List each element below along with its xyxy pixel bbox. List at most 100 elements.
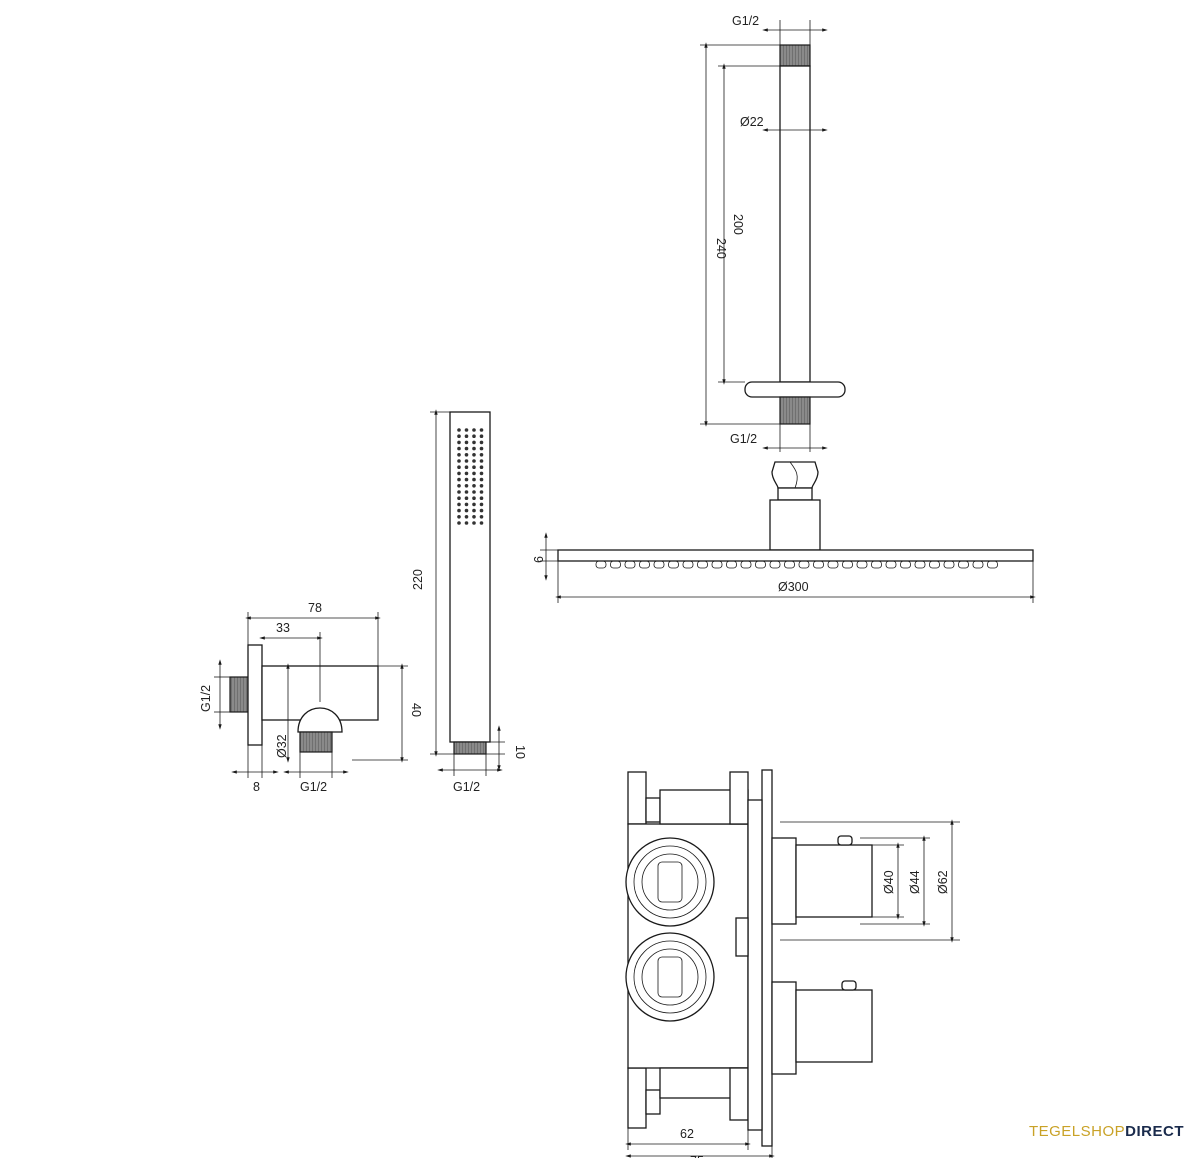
rain-nozzle — [769, 560, 781, 569]
hand-nozzle — [457, 453, 461, 457]
rain-nozzle — [871, 560, 882, 569]
hand-nozzle — [472, 521, 476, 525]
hand-nozzle — [472, 502, 476, 507]
dim-arm-thread-top: G1/2 — [732, 14, 759, 28]
hand-nozzle — [472, 496, 476, 501]
hand-nozzle — [479, 471, 484, 476]
hand-nozzle — [472, 428, 476, 432]
arm-rosette — [744, 381, 846, 398]
rain-nozzle — [798, 560, 810, 569]
rain-nozzle — [595, 560, 607, 569]
dim-outlet-height: 40 — [409, 703, 423, 717]
hand-nozzle — [472, 459, 476, 463]
hand-nozzle — [479, 428, 484, 432]
rain-nozzle — [624, 560, 636, 569]
hand-nozzle — [457, 477, 461, 482]
hand-nozzle — [479, 484, 484, 488]
hand-nozzle — [457, 508, 461, 513]
brand-logo-part1: TEGELSHOP — [1028, 1123, 1126, 1140]
dim-head-diameter: Ø300 — [778, 580, 809, 594]
dim-arm-diameter: Ø22 — [740, 115, 764, 129]
hand-nozzle — [472, 465, 476, 470]
dim-outlet-width: 78 — [308, 601, 322, 615]
outlet-thread-bottom — [299, 731, 333, 753]
rain-nozzle — [653, 560, 665, 569]
rain-head-nozzles — [595, 560, 998, 569]
rain-nozzle — [726, 560, 737, 569]
dim-hand-thread: G1/2 — [453, 780, 480, 794]
handle-upper — [771, 837, 797, 925]
rain-nozzle — [885, 560, 897, 569]
hand-nozzle — [457, 459, 461, 463]
box-lug — [627, 771, 647, 825]
hand-nozzle — [457, 515, 461, 519]
hand-nozzle — [464, 446, 469, 451]
dim-outlet-body: 33 — [276, 621, 290, 635]
hand-nozzle — [464, 521, 469, 525]
hand-nozzle — [464, 515, 469, 519]
dim-box-d-inner: Ø40 — [882, 870, 896, 894]
rain-nozzle — [914, 560, 926, 569]
dim-outlet-thread-bottom: G1/2 — [300, 780, 327, 794]
hand-shower-nozzles — [457, 428, 484, 525]
rain-nozzle — [755, 560, 766, 569]
rain-nozzle — [929, 560, 940, 569]
hand-nozzle — [472, 434, 476, 439]
valve-upper — [625, 837, 715, 927]
hand-nozzle — [457, 440, 461, 445]
hand-shower: 220 10 G1/2 — [411, 409, 527, 794]
dim-arm-total-length: 240 — [714, 238, 728, 259]
hand-nozzle — [464, 459, 469, 463]
dim-outlet-thread-left: G1/2 — [199, 685, 213, 712]
hand-nozzle — [457, 496, 461, 501]
brand-logo-part2: DIRECT — [1125, 1123, 1184, 1140]
rain-nozzle — [711, 560, 723, 569]
hand-nozzle — [457, 471, 461, 476]
hand-nozzle — [472, 471, 476, 476]
hand-nozzle — [472, 477, 476, 482]
hand-nozzle — [457, 490, 461, 494]
hand-nozzle — [479, 521, 484, 525]
hand-nozzle — [479, 453, 484, 457]
outlet-flange — [247, 644, 263, 746]
dim-box-d-mid: Ø44 — [908, 870, 922, 894]
rain-nozzle — [987, 560, 998, 569]
hand-nozzle — [457, 428, 461, 432]
rain-nozzle — [943, 560, 955, 569]
hand-nozzle — [479, 459, 484, 463]
hand-nozzle — [464, 453, 469, 457]
hand-nozzle — [457, 484, 461, 488]
hand-nozzle — [472, 515, 476, 519]
hand-nozzle — [472, 440, 476, 445]
thermostat-box: Ø40 Ø44 Ø62 62 75 — [625, 769, 960, 1158]
hand-nozzle — [479, 440, 484, 445]
swivel-neck — [777, 487, 813, 501]
hand-nozzle — [464, 428, 469, 432]
hand-nozzle — [457, 465, 461, 470]
hand-nozzle — [464, 434, 469, 439]
hand-nozzle — [464, 496, 469, 501]
hand-nozzle — [464, 484, 469, 488]
hand-nozzle — [479, 465, 484, 470]
box-cover-plate — [761, 769, 773, 1147]
hand-nozzle — [457, 446, 461, 451]
hand-nozzle — [479, 477, 484, 482]
dim-arm-length: 200 — [731, 214, 745, 235]
brand-logo: TEGELSHOPDIRECT — [1029, 1123, 1184, 1140]
rain-nozzle — [784, 560, 795, 569]
hand-nozzle — [472, 446, 476, 451]
rain-nozzle — [900, 560, 911, 569]
rain-head-plate — [557, 549, 1034, 562]
hand-nozzle — [464, 508, 469, 513]
rain-nozzle — [827, 560, 839, 569]
rain-nozzle — [972, 560, 984, 569]
hand-nozzle — [472, 508, 476, 513]
rain-nozzle — [813, 560, 824, 569]
rain-shower-head: 9 Ø300 — [531, 532, 1036, 603]
rain-nozzle — [610, 560, 621, 569]
dim-outlet-flange: 8 — [253, 780, 260, 794]
hand-nozzle — [479, 490, 484, 494]
outlet-thread-left — [229, 676, 249, 713]
rain-nozzle — [958, 560, 969, 569]
hand-nozzle — [457, 434, 461, 439]
